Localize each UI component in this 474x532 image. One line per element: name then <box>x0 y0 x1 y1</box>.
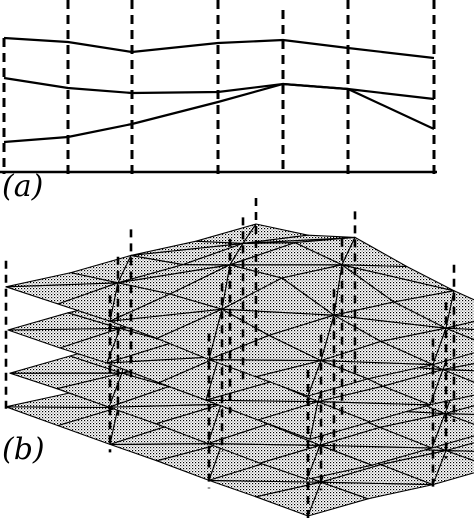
panel-a-boundaries <box>2 0 436 174</box>
panel-a <box>0 0 437 174</box>
panel-a-horizon-top <box>3 36 435 60</box>
mesh-triangle <box>444 405 474 415</box>
mesh-triangle <box>445 442 474 452</box>
mesh-layer-1 <box>5 223 474 397</box>
panel-b <box>4 198 474 524</box>
panel-a-label: (a) <box>2 169 44 204</box>
panel-b-label: (b) <box>2 432 45 467</box>
mesh-triangle <box>445 327 474 341</box>
mesh-triangle <box>444 413 474 425</box>
mesh-triangle <box>242 234 356 244</box>
panel-b-mesh-layers <box>5 223 474 517</box>
mesh-triangle <box>442 369 474 383</box>
panel-b-boundary-pillars <box>4 198 456 524</box>
panel-a-horizon-bottom <box>3 82 435 144</box>
mesh-triangle <box>442 363 474 372</box>
mesh-triangle <box>341 264 455 292</box>
mesh-triangle <box>445 450 474 462</box>
